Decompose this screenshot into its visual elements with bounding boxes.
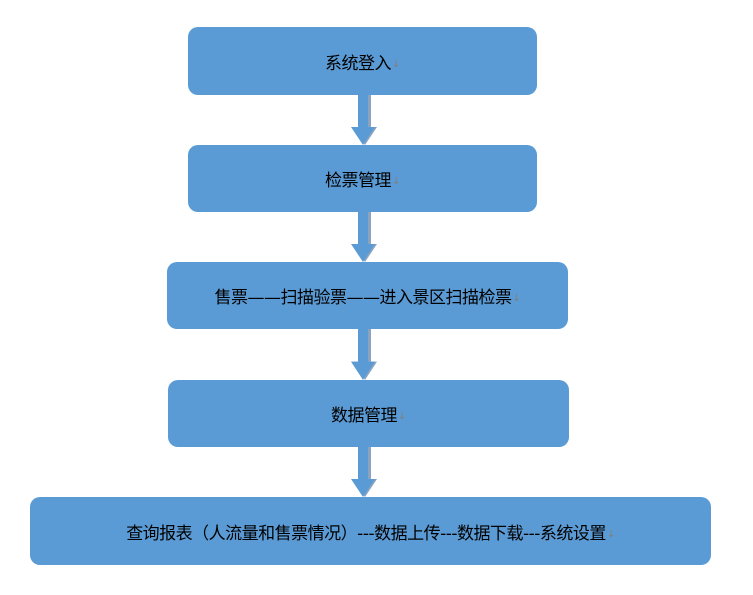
step-sale-scan: 售票——扫描验票——进入景区扫描检票↓ [167,262,568,329]
step-ticket-check: 检票管理↓ [188,145,537,212]
step-data-management: 数据管理↓ [168,380,569,447]
paragraph-mark-icon: ↓ [512,293,521,304]
paragraph-mark-icon: ↓ [392,58,400,70]
arrow-down-icon [351,212,377,262]
paragraph-mark-icon: ↓ [392,176,400,187]
step-label: 售票——扫描验票——进入景区扫描检票 [214,288,513,308]
step-label: 数据管理 [331,406,398,426]
arrow-down-icon [351,447,377,497]
step-label: 检票管理 [325,171,392,191]
paragraph-mark-icon: ↓ [606,528,615,540]
step-label: 系统登入 [325,53,392,74]
arrow-down-icon [351,95,377,145]
step-system-login: 系统登入↓ [188,27,537,95]
step-label: 查询报表（人流量和售票情况）---数据上传---数据下载---系统设置 [126,523,606,544]
arrow-down-icon [351,329,377,380]
step-reports-settings: 查询报表（人流量和售票情况）---数据上传---数据下载---系统设置↓ [30,497,711,565]
paragraph-mark-icon: ↓ [398,411,406,422]
